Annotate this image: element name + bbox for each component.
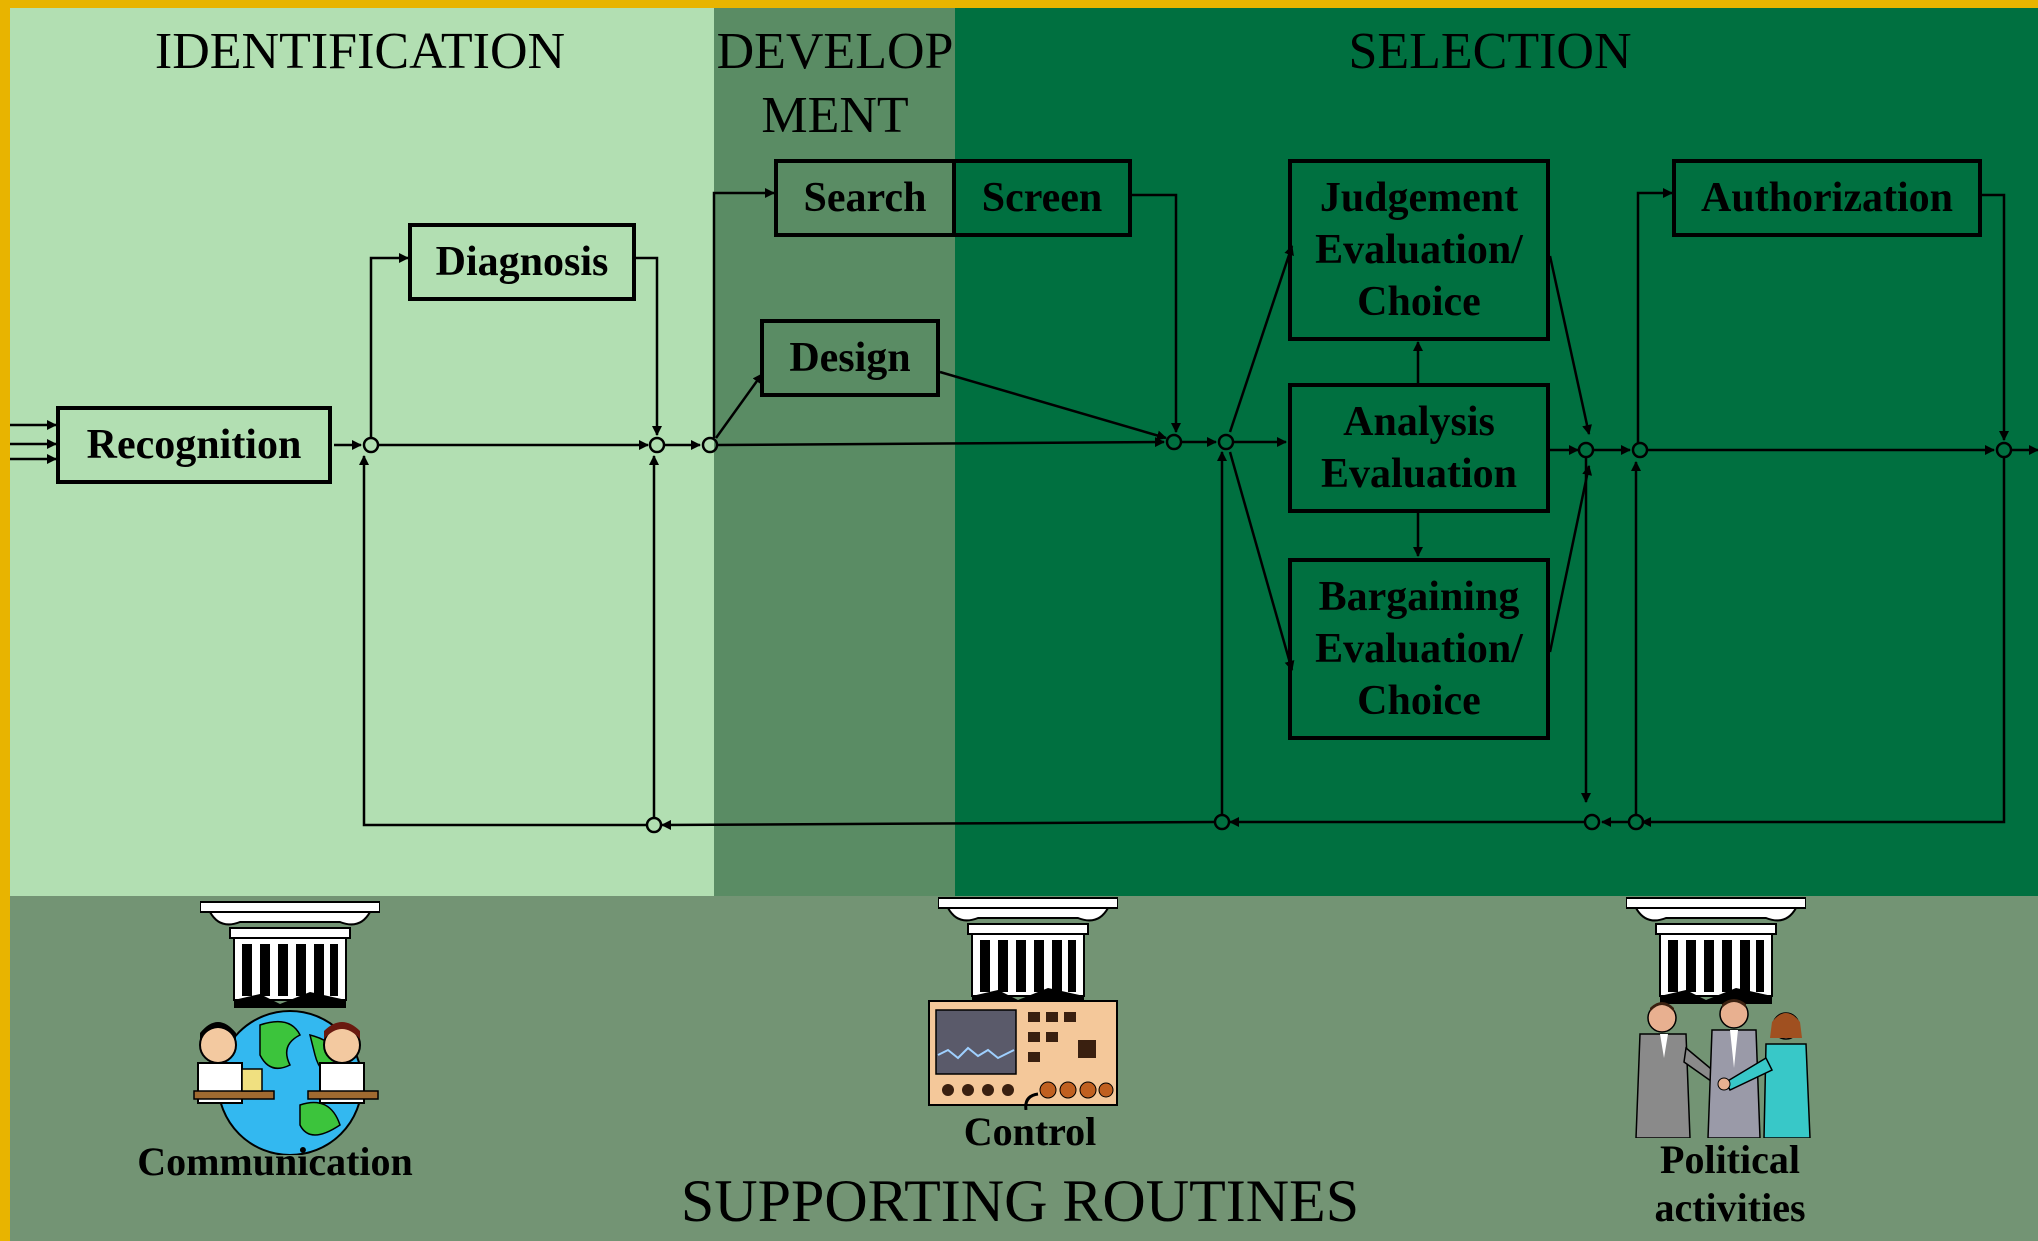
junction-node bbox=[701, 436, 719, 454]
to-bargaining-arrow bbox=[1228, 451, 1295, 671]
identification-panel bbox=[10, 8, 714, 896]
supporting-routines-title: SUPPORTING ROUTINES bbox=[680, 1168, 1360, 1234]
junction-node bbox=[1213, 813, 1231, 831]
to-search-arrow bbox=[712, 188, 775, 438]
phase-title-identification: IDENTIFICATION bbox=[154, 23, 566, 80]
junction-node bbox=[1995, 441, 2013, 459]
screen-box: Screen bbox=[952, 159, 1132, 237]
junction-node bbox=[1631, 441, 1649, 459]
junction-node bbox=[645, 816, 663, 834]
analysis-evaluation-box: Analysis Evaluation bbox=[1288, 383, 1550, 513]
authorization-out-arrow bbox=[1980, 193, 2009, 441]
junction-node bbox=[648, 436, 666, 454]
authorization-box: Authorization bbox=[1672, 159, 1982, 237]
feedback-loop bbox=[1641, 456, 2006, 827]
diagnosis-out-arrow bbox=[635, 256, 662, 436]
bargaining-out-arrow bbox=[1548, 465, 1593, 653]
phase-title-selection: SELECTION bbox=[1348, 23, 1632, 80]
communication-label: Communication bbox=[137, 1139, 413, 1184]
design-out-arrow bbox=[939, 370, 1167, 441]
judgement-out-arrow bbox=[1548, 255, 1592, 435]
to-authorization-arrow bbox=[1636, 188, 1673, 443]
recognition-box: Recognition bbox=[56, 406, 332, 484]
political-activities-label: Political activities bbox=[1654, 1137, 1806, 1230]
feedback-loop bbox=[661, 819, 1215, 830]
junction-node bbox=[1583, 813, 1601, 831]
globe-phone-people-icon bbox=[193, 1010, 379, 1155]
search-box: Search bbox=[774, 159, 956, 237]
diagnosis-box: Diagnosis bbox=[408, 223, 636, 301]
phase-title-development: DEVELOP MENT bbox=[716, 23, 954, 144]
greek-column-icon bbox=[1626, 897, 1806, 1004]
selection-panel bbox=[955, 8, 2038, 896]
junction-node bbox=[1217, 433, 1235, 451]
development-panel bbox=[714, 8, 955, 896]
greek-column-icon bbox=[200, 901, 380, 1008]
to-judgement-arrow bbox=[1228, 245, 1294, 433]
junction-node bbox=[1165, 433, 1183, 451]
junction-node bbox=[362, 436, 380, 454]
control-label: Control bbox=[963, 1109, 1097, 1154]
to-design-arrow bbox=[714, 373, 764, 439]
control-panel-icon bbox=[928, 1000, 1118, 1110]
handshake-people-icon bbox=[1635, 999, 1811, 1138]
junction-node bbox=[1577, 441, 1595, 459]
design-box: Design bbox=[760, 319, 940, 397]
main-flow-arrow bbox=[717, 437, 1165, 448]
judgement-evaluation-box: Judgement Evaluation/ Choice bbox=[1288, 159, 1550, 341]
junction-node bbox=[1627, 813, 1645, 831]
to-diagnosis-arrow bbox=[369, 253, 409, 438]
screen-out-arrow bbox=[1130, 193, 1181, 433]
greek-column-icon bbox=[938, 897, 1118, 1004]
bargaining-evaluation-box: Bargaining Evaluation/ Choice bbox=[1288, 558, 1550, 740]
feedback-loop bbox=[359, 455, 646, 827]
